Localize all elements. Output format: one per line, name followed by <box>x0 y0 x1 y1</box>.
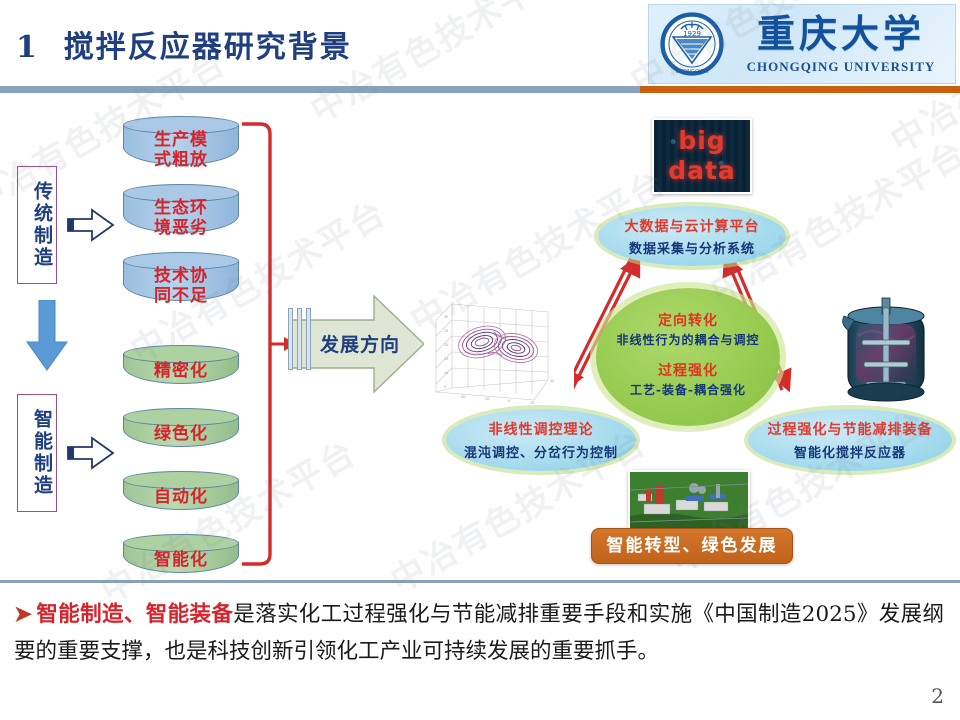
logo-name-en: CHONGQING UNIVERSITY <box>746 59 936 74</box>
header-rule-blue <box>0 86 640 93</box>
university-emblem-icon: 1929 CHONGQING <box>660 12 724 76</box>
bullet-icon: ➤ <box>14 602 33 627</box>
bigdata-line1: big <box>678 126 726 155</box>
svg-text:30: 30 <box>444 315 448 319</box>
node-subtitle: 数据采集与分析系统 <box>628 242 755 257</box>
cylinder-label-line1: 自动化 <box>154 487 208 507</box>
right-arrow-icon-traditional <box>67 208 115 242</box>
svg-text:10: 10 <box>444 371 448 375</box>
development-direction-arrow <box>291 294 426 394</box>
chaotic-attractor-image: 30 25 20 15 10 5 -20 -10 0 10 20 <box>424 296 574 412</box>
cylinder-smart-3: 智能化 <box>123 534 239 580</box>
node-nonlinear-control-theory: 非线性调控理论 混沌调控、分岔行为控制 <box>446 409 636 471</box>
university-logo: 1929 CHONGQING 重庆大学 CHONGQING UNIVERSITY <box>648 4 956 84</box>
cylinder-smart-2: 自动化 <box>123 471 239 517</box>
cylinder-label-line1: 生态环 <box>154 198 208 218</box>
cylinder-label-line1: 技术协 <box>154 266 208 286</box>
cylinder-label-line2: 境恶劣 <box>154 218 208 238</box>
page-number: 2 <box>931 684 944 708</box>
svg-text:1929: 1929 <box>683 30 701 38</box>
logo-name-cn: 重庆大学 <box>756 11 925 56</box>
node-title: 过程强化与节能减排装备 <box>767 422 933 438</box>
cylinder-label-line2: 同不足 <box>154 286 208 306</box>
chemical-plant-image <box>628 470 750 530</box>
bottom-rule <box>0 580 960 583</box>
summary-rest: 是落实化工过程强化与节能减排重要手段和实施《中国制造2025》发展纲要的重要支撑… <box>14 602 944 664</box>
development-direction-label: 发展方向 <box>319 334 400 356</box>
banner-label: 智能转型、绿色发展 <box>606 536 778 556</box>
core-subtitle-1: 非线性行为的耦合与调控 <box>616 333 760 347</box>
svg-text:20: 20 <box>444 343 448 347</box>
right-arrow-icon-smart <box>67 436 115 470</box>
node-core-green-circle: 定向转化 非线性行为的耦合与调控 过程强化 工艺-装备-耦合强化 <box>596 288 780 426</box>
node-subtitle: 混沌调控、分岔行为控制 <box>463 446 618 461</box>
node-subtitle: 智能化搅拌反应器 <box>793 446 906 461</box>
summary-paragraph: ➤智能制造、智能装备是落实化工过程强化与节能减排重要手段和实施《中国制造2025… <box>14 596 944 670</box>
title-text: 搅拌反应器研究背景 <box>63 30 352 65</box>
title-index: 1 <box>16 30 39 65</box>
svg-text:0: 0 <box>508 399 510 403</box>
svg-text:25: 25 <box>444 329 448 333</box>
svg-text:10: 10 <box>530 401 534 405</box>
bigdata-image: big data <box>652 118 752 194</box>
cylinder-smart-0: 精密化 <box>123 345 239 391</box>
node-title: 大数据与云计算平台 <box>624 219 760 235</box>
node-bigdata-platform: 大数据与云计算平台 数据采集与分析系统 <box>598 206 786 266</box>
cylinder-smart-1: 绿色化 <box>123 408 239 454</box>
stirred-reactor-image <box>828 296 940 412</box>
cylinder-label-line1: 绿色化 <box>154 424 208 444</box>
svg-text:20: 20 <box>550 379 554 383</box>
watermark-text: 中冶有色技术平台 <box>304 0 574 132</box>
core-title-2: 过程强化 <box>658 363 718 379</box>
page-title: 1 搅拌反应器研究背景 <box>16 22 352 66</box>
svg-text:5: 5 <box>444 385 446 389</box>
status-banner: 智能转型、绿色发展 <box>591 528 793 564</box>
core-subtitle-2: 工艺-装备-耦合强化 <box>630 383 746 397</box>
svg-text:15: 15 <box>444 357 448 361</box>
cylinder-traditional-2: 技术协 同不足 <box>123 252 239 310</box>
cylinder-traditional-1: 生态环 境恶劣 <box>123 184 239 242</box>
cylinder-label-line1: 精密化 <box>154 361 208 381</box>
summary-highlight: 智能制造、智能装备 <box>36 602 234 627</box>
header-rule-orange <box>640 86 960 93</box>
svg-text:CHONGQING: CHONGQING <box>675 69 708 75</box>
svg-text:-20: -20 <box>460 395 466 399</box>
cylinder-label-line1: 生产模 <box>154 130 208 150</box>
cylinder-label-line1: 智能化 <box>154 550 208 570</box>
down-arrow-icon <box>26 300 68 371</box>
svg-text:-10: -10 <box>484 397 490 401</box>
bigdata-line2: data <box>668 156 736 185</box>
cylinder-traditional-0: 生产模 式粗放 <box>123 116 239 174</box>
core-title-1: 定向转化 <box>658 313 718 329</box>
cylinder-label-line2: 式粗放 <box>154 150 208 170</box>
node-title: 非线性调控理论 <box>488 422 594 438</box>
label-traditional-manufacturing: 传统制造 <box>17 166 57 284</box>
label-smart-manufacturing: 智能制造 <box>17 394 57 512</box>
node-process-intensification-equipment: 过程强化与节能减排装备 智能化搅拌反应器 <box>748 409 952 471</box>
